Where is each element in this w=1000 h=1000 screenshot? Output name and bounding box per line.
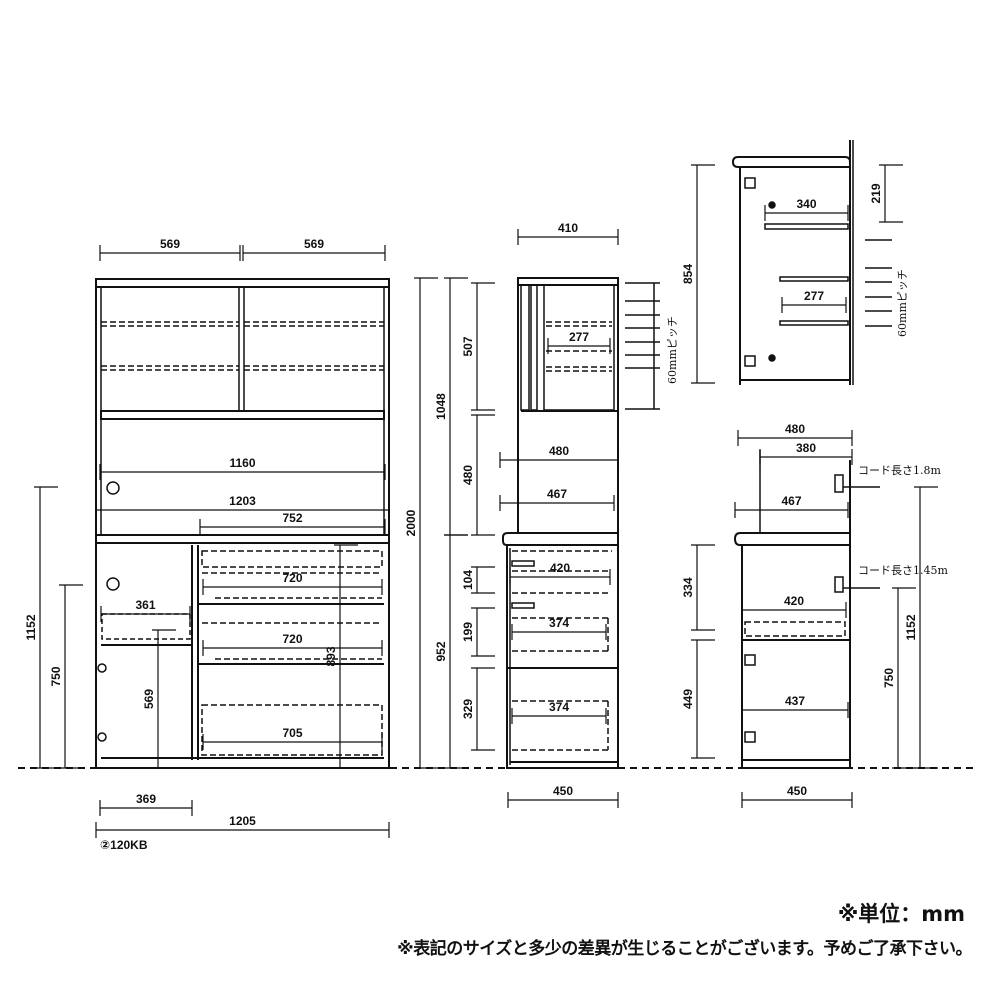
dimension-w420-label: 420 (550, 561, 570, 575)
dimension-h2000-label: 2000 (404, 509, 418, 536)
dimension-w480-label: 480 (549, 444, 569, 458)
dimension-w369-label: 369 (136, 792, 156, 806)
dimension-w277-label: 277 (569, 330, 589, 344)
dimension-h1048-label: 1048 (434, 393, 448, 420)
cord-lower-label: コード長さ1.45m (858, 564, 948, 577)
outlet-icon (106, 577, 120, 591)
dimension-h449-label: 449 (681, 689, 695, 709)
dimension-w1205-label: 1205 (229, 814, 256, 828)
dimension-h1152-label: 1152 (904, 614, 918, 640)
dimension-w480-label: 480 (785, 422, 805, 436)
cord-upper-label: コード長さ1.8m (858, 464, 941, 477)
side-view-lower-cabinet (733, 450, 880, 769)
dimension-w705-label: 705 (282, 726, 302, 740)
dimension-h507-label: 507 (461, 336, 475, 356)
dimension-h480-label: 480 (461, 465, 475, 485)
dimension-h750-label: 750 (882, 668, 896, 688)
dimension-h329-label: 329 (461, 699, 475, 719)
dimension-w437-label: 437 (785, 694, 805, 708)
dimension-w1203-label: 1203 (229, 494, 256, 508)
dimension-h569-label: 569 (142, 689, 156, 709)
model-label: ②120KB (100, 838, 148, 852)
dimension-w361-label: 361 (135, 598, 155, 612)
dimension-w380-label: 380 (796, 441, 816, 455)
dimension-w752-label: 752 (282, 511, 302, 525)
outlet-upper-icon (834, 474, 844, 493)
top-pitch-label: 60mmピッチ (896, 269, 909, 337)
dimension-h952-label: 952 (434, 641, 448, 661)
dimension-h219-label: 219 (869, 183, 883, 203)
dimension-w569b-label: 569 (304, 237, 324, 251)
side-view-cabinet (502, 277, 660, 769)
dimension-w720b-label: 720 (282, 632, 302, 646)
dimension-w340-label: 340 (796, 197, 816, 211)
dimension-w467-label: 467 (547, 487, 567, 501)
dimension-h1152-label: 1152 (24, 614, 38, 640)
dimension-w374a-label: 374 (549, 616, 569, 630)
dimension-w450-label: 450 (787, 784, 807, 798)
dimension-h750-label: 750 (49, 666, 63, 686)
outlet-icon (106, 481, 120, 495)
dimension-w467-label: 467 (781, 494, 801, 508)
side-pitch-label: 60mmピッチ (666, 316, 679, 384)
outlet-lower-icon (834, 576, 844, 593)
dimension-w277-label: 277 (804, 289, 824, 303)
dimension-w450-label: 450 (553, 784, 573, 798)
dimension-w569a-label: 569 (160, 237, 180, 251)
dimension-h334-label: 334 (681, 577, 695, 597)
dimension-w374b-label: 374 (549, 700, 569, 714)
dimension-h854-label: 854 (681, 264, 695, 284)
dimension-w410-label: 410 (558, 221, 578, 235)
dimension-h199-label: 199 (461, 622, 475, 642)
dimension-w720a-label: 720 (282, 571, 302, 585)
top-view-upper-cabinet (731, 140, 892, 385)
dimension-h104-label: 104 (461, 570, 475, 590)
dimension-h893-label: 893 (324, 646, 338, 666)
disclaimer-note: ※表記のサイズと多少の差異が生じることがございます。予めご了承下さい。 (397, 939, 972, 959)
unit-note: ※単位：mm (837, 902, 965, 926)
dimension-w1160-label: 1160 (229, 456, 255, 470)
front-view-cabinet (95, 278, 390, 769)
dimension-w420-label: 420 (784, 594, 804, 608)
